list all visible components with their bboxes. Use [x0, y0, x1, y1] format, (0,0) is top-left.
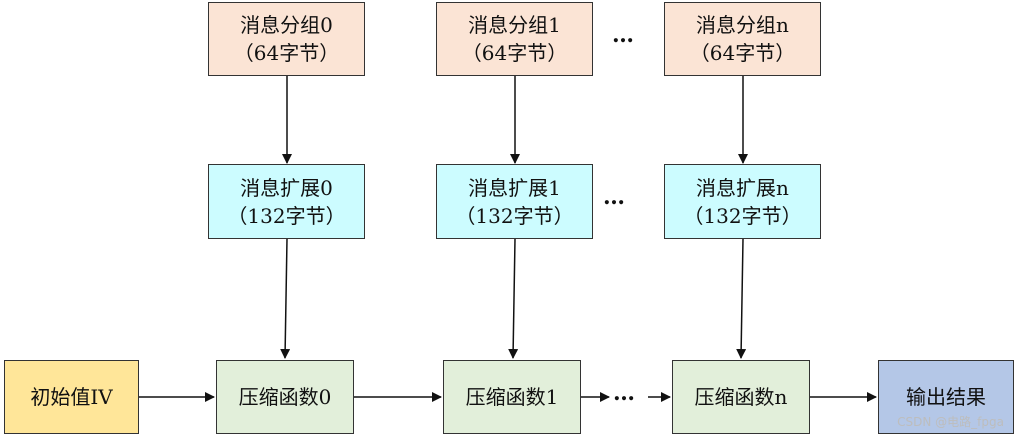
compression-block-1: 压缩函数1: [443, 360, 581, 434]
message-block-title: 消息分组n: [696, 13, 789, 37]
initial-value-block: 初始值IV: [4, 360, 139, 434]
expansion-block-title: 消息扩展0: [240, 175, 333, 200]
initial-value-label: 初始值IV: [30, 385, 113, 409]
message-block-1: 消息分组1 （64字节）: [436, 2, 593, 76]
arrow-exp0-cmp0: [280, 238, 291, 359]
compression-block-0: 压缩函数0: [216, 360, 354, 434]
message-block-size: （64字节）: [689, 41, 796, 65]
message-block-size: （64字节）: [461, 41, 568, 65]
message-block-title: 消息分组0: [240, 13, 333, 37]
expansion-block-1: 消息扩展1 （132字节）: [436, 164, 593, 239]
message-block-0: 消息分组0 （64字节）: [208, 2, 365, 76]
expansion-block-title: 消息扩展1: [468, 175, 561, 200]
message-block-size: （64字节）: [233, 41, 340, 65]
ellipsis-expansion-row: …: [603, 184, 627, 210]
watermark: CSDN @电路_fpga: [897, 415, 1004, 429]
expansion-block-size: （132字节）: [455, 203, 574, 228]
output-label: 输出结果: [906, 385, 986, 409]
arrow-expn-cmpn: [736, 238, 747, 359]
compression-label: 压缩函数1: [465, 385, 559, 409]
expansion-block-n: 消息扩展n （132字节）: [664, 164, 821, 239]
message-block-n: 消息分组n （64字节）: [664, 2, 821, 76]
message-block-title: 消息分组1: [468, 13, 561, 37]
expansion-block-size: （132字节）: [683, 203, 802, 228]
expansion-block-size: （132字节）: [227, 203, 346, 228]
arrow-exp1-cmp1: [508, 238, 519, 359]
expansion-block-title: 消息扩展n: [696, 175, 789, 200]
ellipsis-compression-row: …: [613, 380, 637, 406]
ellipsis-message-row: …: [612, 22, 636, 48]
compression-block-n: 压缩函数n: [672, 360, 810, 434]
compression-label: 压缩函数0: [238, 385, 332, 409]
expansion-block-0: 消息扩展0 （132字节）: [208, 164, 365, 239]
output-block: 输出结果: [878, 360, 1014, 434]
compression-label: 压缩函数n: [694, 385, 788, 409]
